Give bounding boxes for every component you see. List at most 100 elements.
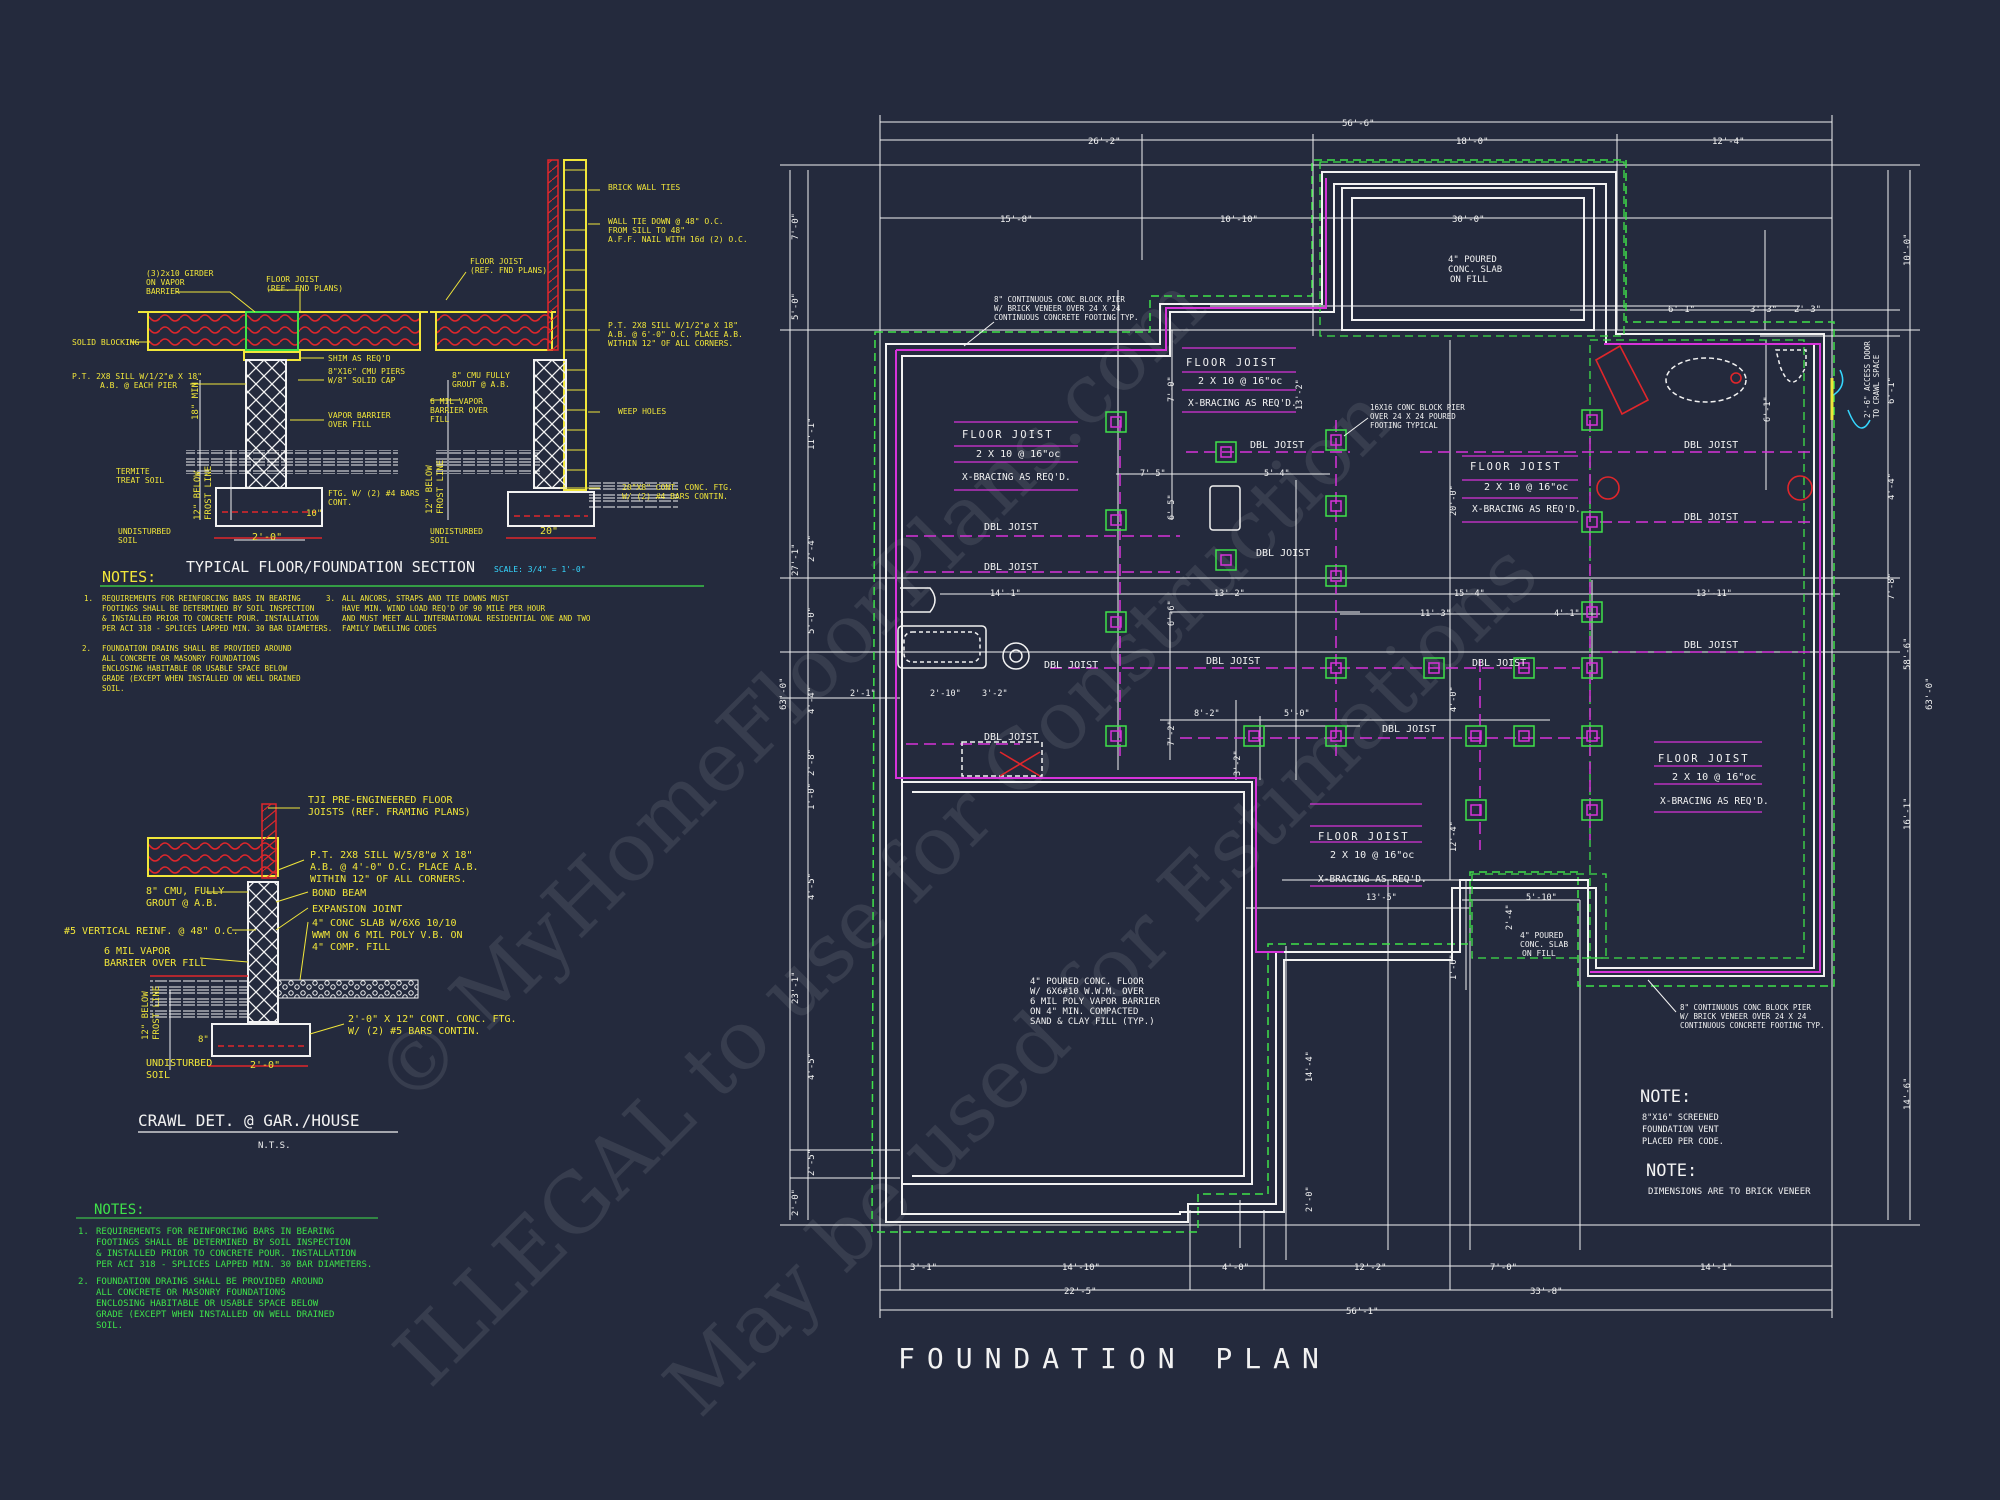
dim-left-c: 11'-1" [807, 417, 817, 450]
dim-left-g: 4'-4" [807, 687, 817, 714]
dim-right-d: 7'-8" [1887, 573, 1897, 600]
dim-int-2: 5'-4" [1264, 469, 1290, 479]
dim-int-17: 6'-5" [1167, 494, 1177, 520]
crawl-label-frost: 12" BELOW FROST LINE [141, 986, 162, 1040]
section-note-1: REQUIREMENTS FOR REINFORCING BARS IN BEA… [102, 594, 332, 633]
dim-right-f: 16'-1" [1903, 797, 1913, 830]
dim-int-8: 4'-1" [1554, 609, 1580, 619]
pier [1581, 799, 1603, 821]
dbl-joist-2: DBL JOIST [984, 562, 1038, 573]
pier-note-2: 16X16 CONC BLOCK PIER OVER 24 X 24 POURE… [1370, 403, 1469, 430]
label-undisturbed-b: UNDISTURBED SOIL [430, 527, 488, 545]
label-floor-joist-b: FLOOR JOIST (REF. FND PLANS) [470, 257, 547, 275]
dim-int-3: 13'-2" [1214, 589, 1245, 599]
crawl-label-expansion: EXPANSION JOINT [312, 904, 402, 915]
label-wall-tie: WALL TIE DOWN @ 48" O.C. FROM SILL TO 48… [608, 217, 748, 244]
dim-bot-g: 22'-5" [1064, 1287, 1097, 1297]
pier [1581, 657, 1603, 679]
dim-int-13: 5'-0" [1284, 709, 1310, 719]
dim-top-d: 15'-8" [1000, 215, 1033, 225]
dim-right-a: 10'-0" [1903, 233, 1913, 266]
dimensions-top: 56'-6" 26'-2" 18'-0" 12'-4" 15'-8" 10'-1… [1000, 119, 1821, 315]
dim-int-7: 11'-3" [1420, 609, 1451, 619]
dimensions-left: 7'-0" 5'-0" 11'-1" 2'-4" 27'-1" 5'-0" 4'… [779, 213, 817, 1216]
dim-left-d: 2'-4" [807, 535, 817, 562]
fj1-spec: 2 X 10 @ 16"oc [976, 449, 1060, 460]
crawl-notes-title: NOTES: [94, 1202, 145, 1218]
dim-bot-f: 14'-1" [1700, 1263, 1733, 1273]
fj3-spec: 2 X 10 @ 16"oc [1484, 482, 1568, 493]
dim-right-b: 6'-1" [1887, 377, 1897, 404]
floor-joist-label-1: FLOOR JOIST 2 X 10 @ 16"oc X-BRACING AS … [954, 421, 1078, 491]
wall-section [430, 159, 678, 539]
label-frost-a: 12" BELOW FROST LINE [193, 466, 214, 520]
label-termite: TERMITE TREAT SOIL [116, 467, 164, 485]
dim-top-h: 3'-3" [1750, 305, 1777, 315]
pier [1215, 441, 1237, 463]
section-notes-title: NOTES: [102, 568, 156, 586]
plumbing-fixtures [897, 349, 1807, 777]
fj4-spec: 2 X 10 @ 16"oc [1672, 772, 1756, 783]
slab-outlines [1319, 161, 1805, 959]
foundation-outline-dashed [871, 159, 1835, 1233]
pier-section [138, 311, 428, 541]
dim-left-h: 2'-8" [807, 749, 817, 776]
crawl-label-ftg: 2'-0" X 12" CONT. CONC. FTG. W/ (2) #5 B… [348, 1014, 523, 1037]
pier [1325, 495, 1347, 517]
dim-int-18: 6'-6" [1167, 600, 1177, 626]
pier [1513, 657, 1535, 679]
pier [1513, 725, 1535, 747]
tub-oval [1665, 357, 1747, 403]
note-2: DIMENSIONS ARE TO BRICK VENEER [1648, 1187, 1811, 1197]
dim-bot-d: 12'-2" [1354, 1263, 1387, 1273]
label-ftg: FTG. W/ (2) #4 BARS CONT. [328, 489, 424, 507]
label-shim: SHIM AS REQ'D [328, 354, 391, 363]
crawl-note-2-num: 2. [78, 1277, 89, 1287]
dim-left-i: 1'-0" [807, 783, 817, 810]
section-note-3-num: 3. [326, 594, 335, 603]
floor-joist-label-5: FLOOR JOIST 2 X 10 @ 16"oc X-BRACING AS … [1310, 803, 1427, 887]
dim-left-b: 5'-0" [791, 293, 801, 320]
dim-int-14: 13'-5" [1366, 893, 1397, 903]
fj2-title: FLOOR JOIST [1186, 357, 1278, 369]
dim-int-24: 12'-4" [1449, 821, 1459, 852]
lavatory [1002, 642, 1030, 670]
crawl-title: CRAWL DET. @ GAR./HOUSE [138, 1111, 360, 1130]
dim-left-a: 7'-0" [791, 213, 801, 240]
crawl-label-tji: TJI PRE-ENGINEERED FLOOR JOISTS (REF. FR… [308, 795, 471, 818]
pier [1105, 611, 1127, 633]
fj4-title: FLOOR JOIST [1658, 753, 1750, 765]
dim-int-11: 2'-1" [850, 689, 876, 699]
crawl-label-width: 2'-0" [250, 1060, 280, 1071]
dim-left-j: 4'-5" [807, 873, 817, 900]
pier [1325, 657, 1347, 679]
dim-int-12: 8'-2" [1194, 709, 1220, 719]
dim-int-6: 14'-1" [990, 589, 1021, 599]
dim-int-25: 14'-4" [1305, 1051, 1315, 1082]
toilet [1775, 349, 1807, 383]
section-note-1-num: 1. [84, 594, 93, 603]
pier-group [1105, 409, 1603, 821]
dim-left-e: 27'-1" [791, 543, 801, 576]
pier [1581, 725, 1603, 747]
dim-left-n: 2'-0" [791, 1189, 801, 1216]
dbl-joist-12: DBL JOIST [1684, 640, 1738, 651]
dim-int-27: 1'-6" [1449, 954, 1459, 980]
pier [1581, 511, 1603, 533]
pier-note-1: 8" CONTINUOUS CONC BLOCK PIER W/ BRICK V… [994, 295, 1139, 322]
dbl-joist-lines [906, 420, 1810, 850]
plan-title: FOUNDATION PLAN [898, 1342, 1331, 1375]
dim-top-g: 6'-1" [1668, 305, 1695, 315]
note-1: 8"X16" SCREENED FOUNDATION VENT PLACED P… [1642, 1113, 1724, 1147]
fj5-bracing: X-BRACING AS REQ'D. [1318, 874, 1427, 885]
dim-bot-c: 4'-0" [1222, 1263, 1249, 1273]
label-weep: WEEP HOLES [618, 407, 666, 416]
floor-joist-label-3: FLOOR JOIST 2 X 10 @ 16"oc X-BRACING AS … [1462, 455, 1581, 523]
access-note: 2'-6" ACCESS DOOR TO CRAWL SPACE [1863, 337, 1881, 418]
pier [1465, 799, 1487, 821]
dbl-joist-3: DBL JOIST [1250, 440, 1304, 451]
label-ten: 10" [306, 509, 322, 519]
dbl-joist-10: DBL JOIST [1684, 440, 1738, 451]
dimensions-right: 10'-0" 6'-1" 4'-4" 7'-8" 58'-6" 63'-0" 1… [1887, 233, 1935, 1110]
dim-bot-b: 14'-10" [1062, 1263, 1100, 1273]
